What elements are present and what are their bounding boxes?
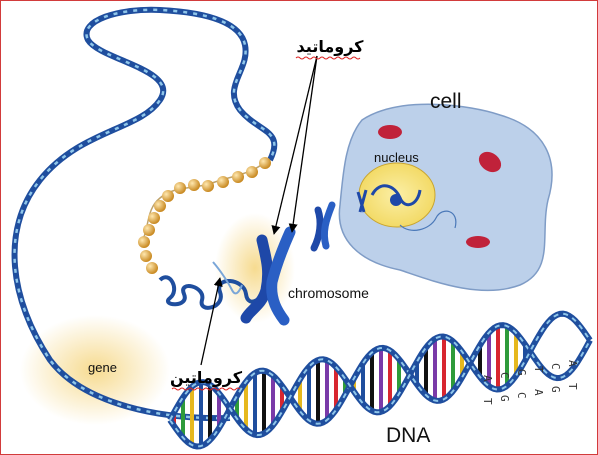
chromatin-coil <box>158 275 267 310</box>
dna-long-strand <box>11 6 278 422</box>
gene-glow <box>20 315 170 425</box>
dna-base-letter: G <box>515 369 528 376</box>
spellcheck-underline <box>171 387 241 391</box>
chromatin-arabic-label: كروماتين <box>170 368 243 387</box>
dna-base-letter: A <box>481 375 494 382</box>
dna-base-letter: G <box>498 395 511 402</box>
dna-base-letter: T <box>566 383 579 390</box>
gene-label: gene <box>88 360 117 375</box>
dna-label: DNA <box>386 424 430 447</box>
cell-label: cell <box>430 90 462 113</box>
dna-backbone-bottom <box>167 310 593 439</box>
dna-base-letter: T <box>532 366 545 373</box>
spellcheck-underline <box>295 56 361 60</box>
cell-thread <box>399 210 457 231</box>
dna-base-letter: T <box>481 398 494 405</box>
chromatid-arrow-left <box>271 55 318 235</box>
chromatin-thread <box>212 261 243 295</box>
cell <box>338 103 553 292</box>
nucleus-label: nucleus <box>374 150 419 165</box>
dna-double-helix <box>167 310 593 450</box>
dna-base-letter: C <box>549 363 562 370</box>
small-chromosome <box>310 201 336 252</box>
dna-base-letter: G <box>549 386 562 393</box>
main-chromosome <box>240 226 296 326</box>
chromosome-label: chromosome <box>288 285 369 301</box>
mitochondrion <box>466 236 490 248</box>
chromatin-beads <box>138 157 271 274</box>
dna-base-letter: C <box>515 392 528 399</box>
mitochondrion <box>378 125 402 139</box>
mitochondrion <box>478 151 502 173</box>
chromatid-arrow-right <box>288 55 318 233</box>
nucleolus <box>390 194 402 206</box>
dna-base-letter: A <box>566 360 579 367</box>
dna-backbone-highlight <box>169 324 591 448</box>
nucleus-chromosome <box>356 189 368 213</box>
dna-base-letter: A <box>532 389 545 396</box>
chromatid-arabic-label: كروماتيد <box>297 37 365 56</box>
chromatin-arrow <box>200 277 223 366</box>
dna-base-letter: C <box>498 372 511 379</box>
